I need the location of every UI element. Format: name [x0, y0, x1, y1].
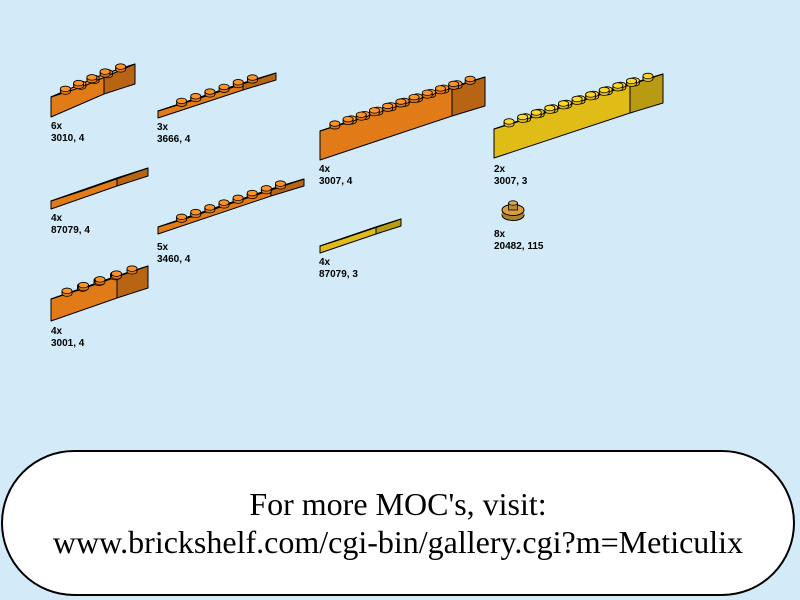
part-top-face	[50, 167, 149, 202]
stud-top	[369, 107, 380, 114]
part-label: 4x 87079, 4	[51, 213, 90, 237]
part-number: 20482, 115	[494, 241, 544, 252]
stud-top	[61, 287, 73, 295]
stud-top	[126, 265, 138, 272]
stud-top	[355, 111, 367, 118]
part-number: 3460, 4	[157, 254, 191, 265]
part-label: 6x 3010, 4	[51, 121, 84, 145]
part-round-piece-tan	[501, 200, 525, 221]
part-top-face	[157, 72, 277, 112]
part-quantity: 3x	[157, 122, 169, 133]
part-label: 4x 3001, 4	[51, 326, 84, 350]
stud-top	[115, 63, 127, 70]
part-brick-2x10-orange	[319, 75, 486, 161]
stud-top	[585, 91, 597, 98]
stud-top	[73, 79, 85, 87]
stud-top	[99, 68, 111, 75]
stud-top	[503, 118, 515, 125]
stud-top	[408, 93, 420, 101]
stud-top	[329, 120, 341, 127]
stud-top	[246, 74, 258, 81]
part-number: 87079, 3	[319, 269, 358, 280]
part-label: 2x 3007, 3	[494, 164, 527, 188]
stud-top	[382, 102, 394, 110]
part-quantity: 2x	[494, 164, 506, 175]
part-brick-2x4-orange	[50, 265, 149, 322]
round-post-top	[508, 200, 518, 206]
part-front-face	[319, 226, 377, 254]
stud-top	[176, 97, 188, 105]
part-label: 4x 3007, 4	[319, 164, 352, 188]
part-brick-2x10-yellow	[493, 72, 664, 159]
part-number: 3001, 4	[51, 338, 85, 349]
stud-top	[530, 109, 542, 116]
banner-line-1: For more MOC's, visit:	[249, 486, 547, 522]
part-top-face	[319, 218, 402, 247]
part-number: 3007, 4	[319, 176, 353, 187]
stud-top	[274, 180, 286, 187]
stud-top	[94, 276, 106, 283]
stud-top	[448, 80, 460, 88]
stud-top	[218, 199, 230, 206]
part-label: 8x 20482, 115	[494, 229, 544, 253]
part-label: 3x 3666, 4	[157, 122, 190, 146]
stud-top	[204, 88, 216, 95]
stud-top	[342, 115, 354, 123]
part-plate-1x8-orange	[157, 178, 305, 235]
stud-top	[78, 281, 89, 289]
stud-top	[176, 213, 188, 221]
stud-top	[517, 113, 529, 121]
part-label: 4x 87079, 3	[319, 257, 358, 281]
stud-top	[190, 93, 202, 100]
stud-top	[612, 82, 624, 89]
part-number: 3666, 4	[157, 134, 191, 145]
part-number: 87079, 4	[51, 225, 90, 236]
stud-top	[544, 104, 556, 112]
stud-top	[395, 98, 407, 105]
part-quantity: 4x	[51, 326, 63, 337]
part-label: 5x 3460, 4	[157, 242, 190, 266]
stud-top	[558, 100, 569, 107]
part-quantity: 4x	[319, 257, 331, 268]
part-tile-yellow	[319, 218, 402, 254]
part-quantity: 6x	[51, 121, 63, 132]
stud-top	[86, 74, 98, 81]
stud-top	[232, 79, 244, 86]
part-quantity: 5x	[157, 242, 169, 253]
stud-top	[204, 204, 216, 211]
part-quantity: 8x	[494, 229, 506, 240]
stud-top	[571, 95, 583, 103]
stud-top	[59, 85, 71, 93]
stud-top	[260, 185, 272, 192]
stud-top	[435, 85, 446, 92]
part-quantity: 4x	[319, 164, 331, 175]
stud-top	[218, 83, 230, 91]
part-number: 3010, 4	[51, 133, 85, 144]
stud-top	[642, 72, 654, 80]
moc-website-banner: For more MOC's, visit: www.brickshelf.co…	[1, 450, 795, 596]
part-plate-1x6-orange	[157, 72, 277, 119]
banner-website-url: www.brickshelf.com/cgi-bin/gallery.cgi?m…	[52, 524, 744, 560]
stud-top	[626, 77, 637, 85]
stud-top	[190, 208, 202, 216]
part-tile-orange	[50, 167, 149, 210]
stud-top	[464, 75, 476, 83]
part-brick-2x4-orange-small	[50, 63, 136, 118]
part-number: 3007, 3	[494, 176, 528, 187]
stud-top	[246, 189, 258, 197]
stud-top	[421, 89, 433, 96]
stud-top	[232, 194, 244, 202]
stud-top	[598, 86, 610, 94]
part-quantity: 4x	[51, 213, 63, 224]
stud-top	[111, 270, 122, 277]
